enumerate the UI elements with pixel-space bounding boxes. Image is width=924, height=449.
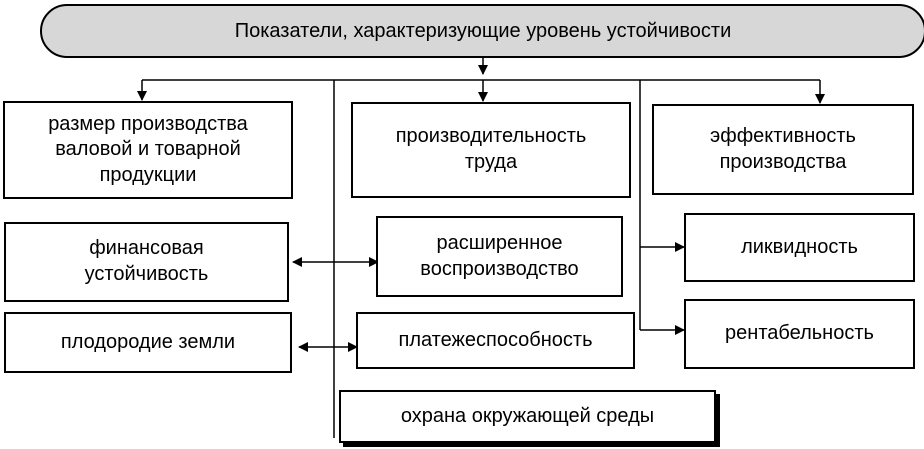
box-soil-fertility: плодородие земли bbox=[4, 312, 292, 373]
box-production-efficiency: эффективность производства bbox=[652, 104, 914, 195]
box-profitability-label: рентабельность bbox=[725, 322, 874, 345]
box-soil-fertility-label: плодородие земли bbox=[60, 330, 236, 353]
box-environmental-protection-label: охрана окружающей среды bbox=[400, 404, 655, 427]
box-labor-productivity: производительность труда bbox=[351, 102, 631, 198]
box-extended-reproduction: расширенное воспроизводство bbox=[376, 216, 623, 297]
box-liquidity: ликвидность bbox=[684, 213, 915, 282]
header-title: Показатели, характеризующие уровень усто… bbox=[234, 19, 732, 42]
box-financial-stability: финансовая устойчивость bbox=[4, 222, 289, 302]
box-financial-stability-label: финансовая устойчивость bbox=[84, 237, 209, 285]
box-production-size: размер производства валовой и товарной п… bbox=[3, 101, 293, 199]
box-solvency: платежеспособность bbox=[356, 312, 635, 369]
box-labor-productivity-label: производительность труда bbox=[395, 125, 587, 173]
box-liquidity-label: ликвидность bbox=[741, 235, 858, 258]
box-production-size-label: размер производства валовой и товарной п… bbox=[48, 112, 248, 186]
header-title-box: Показатели, характеризующие уровень усто… bbox=[40, 4, 924, 58]
box-profitability: рентабельность bbox=[684, 299, 915, 369]
box-environmental-protection: охрана окружающей среды bbox=[339, 390, 716, 443]
box-solvency-label: платежеспособность bbox=[398, 328, 593, 351]
box-production-efficiency-label: эффективность производства bbox=[710, 124, 856, 173]
box-extended-reproduction-label: расширенное воспроизводство bbox=[420, 231, 579, 280]
